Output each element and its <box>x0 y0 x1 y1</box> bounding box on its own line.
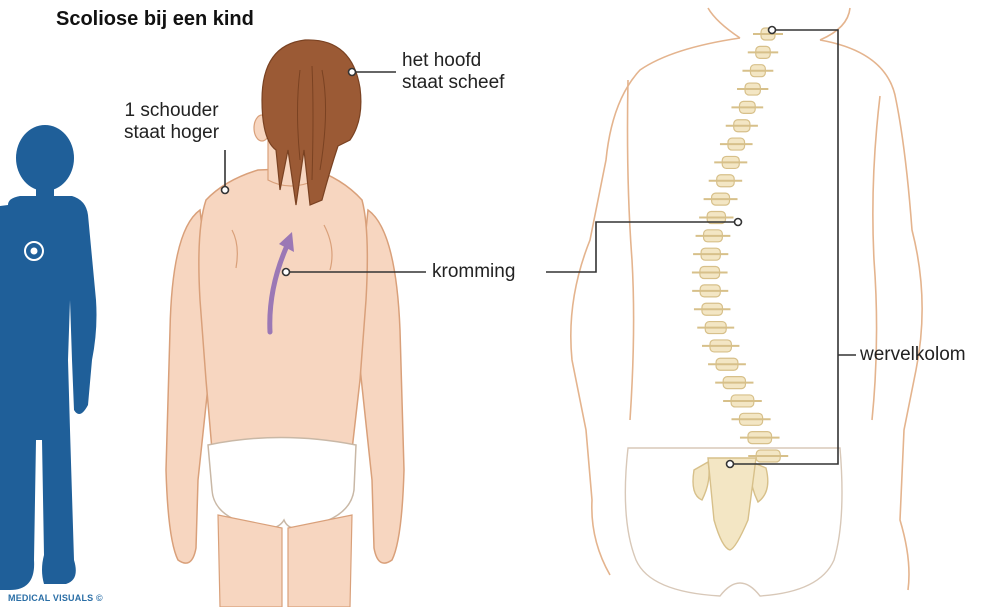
head-label-line2: staat scheef <box>402 72 504 94</box>
child-silhouette-icon <box>0 125 97 590</box>
head-label-line1: het hoofd <box>402 50 504 72</box>
shoulder-label: 1 schouder staat hoger <box>124 100 219 144</box>
curve-label: kromming <box>432 261 515 283</box>
diagram-title: Scoliose bij een kind <box>56 8 254 30</box>
head-label: het hoofd staat scheef <box>402 50 504 94</box>
spine-label: wervelkolom <box>860 344 966 366</box>
shoulder-label-line2: staat hoger <box>124 122 219 144</box>
credit-text: MEDICAL VISUALS © <box>8 593 103 603</box>
spine-icon <box>692 28 788 462</box>
shoulder-label-line1: 1 schouder <box>124 100 219 122</box>
